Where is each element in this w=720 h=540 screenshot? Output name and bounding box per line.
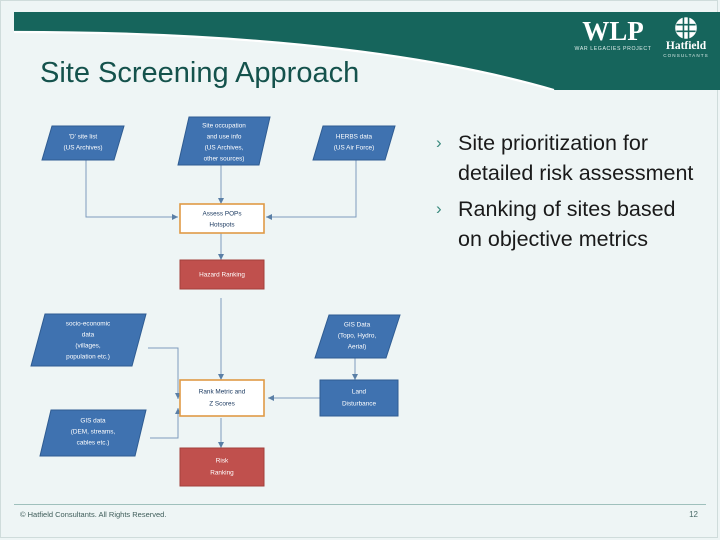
node-label: Aerial): [348, 344, 366, 351]
bullet-marker-icon: ›: [436, 199, 442, 218]
node-label: Assess POPs: [202, 211, 241, 218]
bullet-text: Site prioritization for detailed risk as…: [458, 131, 694, 185]
node-label: Hotspots: [209, 222, 234, 229]
bullet-item: › Site prioritization for detailed risk …: [436, 128, 698, 188]
footer-copyright: © Hatfield Consultants. All Rights Reser…: [20, 510, 167, 519]
node-label: (US Archives,: [205, 145, 244, 152]
node-label: (Topo, Hydro,: [338, 333, 377, 340]
header-band-shape: [14, 12, 720, 90]
node-risk-ranking[interactable]: Risk Ranking: [179, 447, 265, 487]
wlp-tagline: WAR LEGACIES PROJECT: [574, 46, 652, 52]
node-site-occupation[interactable]: Site occupation and use info (US Archive…: [177, 116, 271, 166]
node-label: (US Archives): [63, 145, 102, 152]
edge-dsite-to-assess: [85, 160, 178, 220]
node-label: Hazard Ranking: [199, 272, 245, 279]
node-label: data: [82, 332, 95, 339]
node-assess-pops[interactable]: Assess POPs Hotspots: [179, 203, 265, 234]
footer-page-number: 12: [689, 510, 698, 519]
node-socio-economic[interactable]: socio-economic data (villages, populatio…: [30, 313, 147, 367]
node-label: cables etc.): [77, 440, 110, 447]
hatfield-tagline: CONSULTANTS: [663, 53, 709, 58]
bullet-list: › Site prioritization for detailed risk …: [436, 128, 698, 260]
node-label: (DEM, streams,: [71, 429, 116, 436]
node-label: Z Scores: [209, 401, 235, 408]
node-label: Risk: [216, 458, 229, 465]
node-label: Ranking: [210, 470, 234, 477]
node-label: Disturbance: [342, 401, 377, 408]
wlp-wordmark: WLP: [582, 16, 644, 46]
node-hazard-ranking[interactable]: Hazard Ranking: [179, 259, 265, 290]
node-label: Land: [352, 389, 367, 396]
node-label: (US Air Force): [334, 145, 374, 152]
node-d-site-list[interactable]: 'D' site list (US Archives): [41, 125, 125, 161]
hatfield-h-globe-icon: [674, 16, 698, 40]
hatfield-logo: Hatfield CONSULTANTS: [660, 16, 712, 58]
node-label: Site occupation: [202, 123, 246, 130]
node-label: socio-economic: [66, 321, 111, 328]
node-rank-metric[interactable]: Rank Metric and Z Scores: [179, 379, 265, 417]
hatfield-wordmark: Hatfield: [665, 40, 707, 52]
node-label: other sources): [204, 156, 245, 163]
bullet-item: › Ranking of sites based on objective me…: [436, 194, 698, 254]
header-band: [14, 12, 720, 90]
node-gis-data-topo[interactable]: GIS Data (Topo, Hydro, Aerial): [314, 314, 401, 359]
bullet-text: Ranking of sites based on objective metr…: [458, 197, 676, 251]
node-gis-data-dem[interactable]: GIS data (DEM, streams, cables etc.): [39, 409, 147, 457]
bullet-marker-icon: ›: [436, 133, 442, 152]
footer-divider: [14, 504, 706, 505]
node-label: population etc.): [66, 354, 110, 361]
connector-group: [85, 160, 358, 448]
node-label: GIS data: [80, 418, 106, 425]
edge-socio-to-rank: [148, 347, 181, 399]
logo: WLP WAR LEGACIES PROJECT Hatfield CONSUL…: [572, 16, 712, 72]
node-label: HERBS data: [336, 134, 373, 141]
node-label: GIS Data: [344, 322, 371, 329]
node-herbs-data[interactable]: HERBS data (US Air Force): [312, 125, 396, 161]
node-label: Rank Metric and: [199, 389, 246, 396]
page-title: Site Screening Approach: [40, 57, 360, 89]
screening-flow-diagram: 'D' site list (US Archives) Site occupat…: [18, 108, 438, 498]
node-label: (villages,: [75, 343, 100, 350]
edge-gisdem-to-rank: [150, 408, 181, 439]
node-land-disturbance[interactable]: Land Disturbance: [319, 379, 399, 417]
wlp-logo: WLP WAR LEGACIES PROJECT: [572, 16, 654, 53]
node-label: 'D' site list: [69, 134, 98, 141]
edge-herbs-to-assess: [266, 160, 357, 220]
node-label: and use info: [207, 134, 242, 141]
